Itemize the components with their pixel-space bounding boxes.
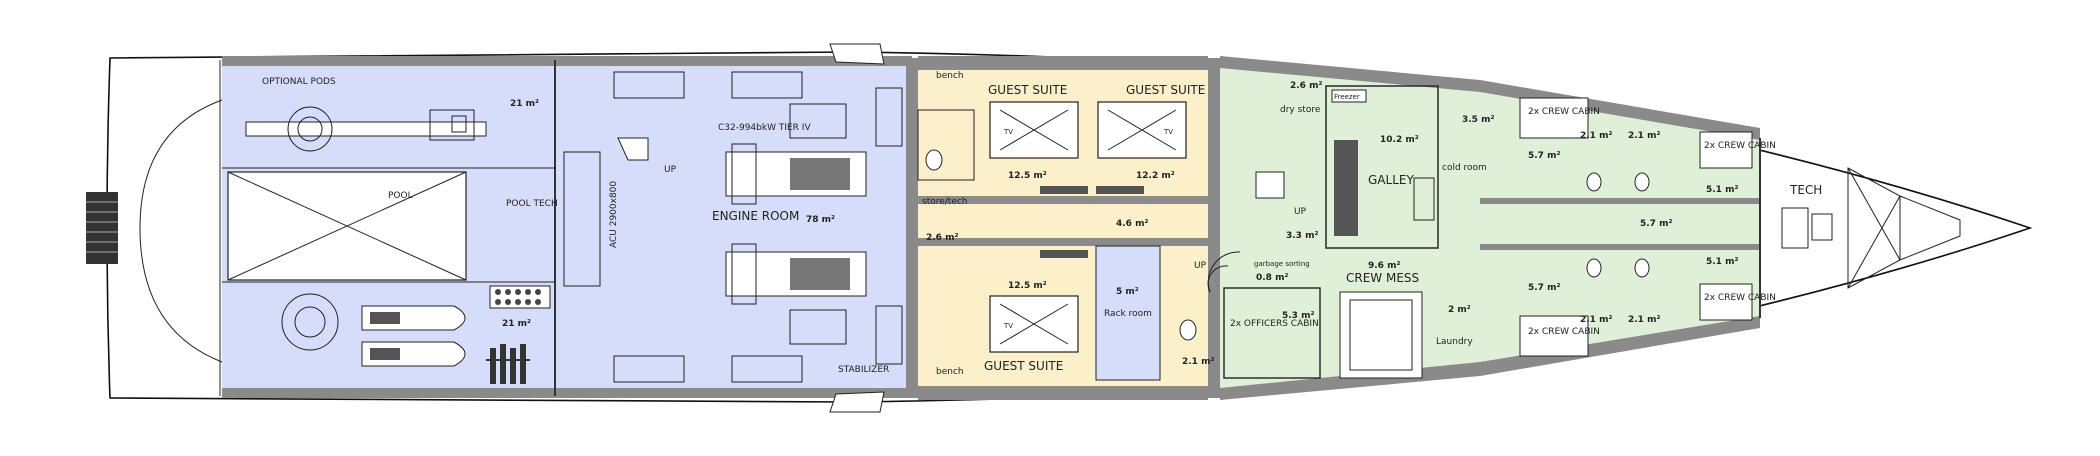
wall-engine-guest [906,58,918,398]
crew-cabin-label-2: 2x CREW CABIN [1704,141,1776,151]
tech-label: TECH [1789,183,1822,197]
corridor-area: 4.6 m² [1116,219,1148,229]
tv-label-2: TV [1163,128,1173,136]
tenders: 21 m² [281,293,531,367]
spiral-stair [1207,171,1285,293]
wc-c-area: 2.1 m² [1580,315,1612,325]
tv-label-3: TV [1003,322,1013,330]
guest-suite-label-3: GUEST SUITE [984,359,1063,373]
dry-store-label: dry store [1280,105,1321,115]
guest-suite-aft: GUEST SUITE TV 12.5 m² bench [936,281,1079,377]
wall-bottom-crew [1220,316,1760,400]
bench-label-2: bench [936,367,964,377]
wall-top-aft [222,56,912,66]
crew-c1-area: 5.7 m² [1528,151,1560,161]
crew-wcs: 2.1 m² 2.1 m² 2.1 m² 2.1 m² [1580,131,1660,325]
pool-label: POOL [388,191,413,201]
engine-up-label: UP [664,165,677,175]
optional-pods-label: OPTIONAL PODS [262,77,336,87]
stair-up-label: UP [1294,207,1307,217]
officers-cabin-label: 2x OFFICERS CABIN [1230,319,1319,329]
tech-room: TECH [1759,138,1961,318]
crew-cabin-label-1: 2x CREW CABIN [1528,107,1600,117]
garbage-label: garbage sorting [1254,260,1310,268]
lobby-area: 3.3 m² [1286,231,1318,241]
guest-suite-label-2: GUEST SUITE [1126,83,1205,97]
store-tech-label: store/tech [922,197,968,207]
laundry-area: 2 m² [1448,305,1471,315]
acu-label: ACU 2900x800 [609,181,619,248]
officers-cabin: 2x OFFICERS CABIN 5.3 m² 2.1 m² [1179,287,1321,379]
aft-deck-curve [139,99,223,363]
corridor-wall-bottom [918,238,1208,246]
guest-stair [1040,186,1144,258]
rack-room-label: Rack room [1104,309,1152,319]
galley-area: 10.2 m² [1380,135,1419,145]
crew-mess-label: CREW MESS [1346,271,1419,285]
cold-room-area: 3.5 m² [1462,115,1494,125]
stabilizers: STABILIZER [829,43,889,413]
tv-label-1: TV [1003,128,1013,136]
laundry-label: Laundry [1436,337,1473,347]
crew-c4-area: 5.1 m² [1706,257,1738,267]
pool-tech-label: POOL TECH [506,199,558,209]
rack-room: 5 m² Rack room [1095,245,1161,381]
crew-mess-area: 9.6 m² [1368,261,1400,271]
guest-suite-fwd-port: bench GUEST SUITE TV 12.5 m² [917,71,1079,181]
crew-corridor-area: 5.7 m² [1640,219,1672,229]
engine-room-area: 78 m² [806,215,835,225]
engine-spec-label: C32-994bkW TIER IV [718,123,811,133]
guest-fwd-port-area: 12.5 m² [1008,171,1047,181]
officers-wc-area: 2.1 m² [1182,357,1214,367]
crew-cabin-1: 2x CREW CABIN 5.7 m² [1519,97,1600,161]
boarding-ladder [86,192,118,264]
optional-pods: OPTIONAL PODS 21 m² [245,77,539,152]
cold-room-label: cold room [1442,163,1487,173]
wall-top-crew [1220,56,1760,140]
stabilizer-label: STABILIZER [838,365,889,375]
galley: GALLEY 10.2 m² Freezer [1325,85,1439,249]
crew-mess: CREW MESS 9.6 m² [1339,261,1423,379]
crew-corridor-top [1480,198,1760,204]
rack-room-area: 5 m² [1116,287,1139,297]
crew-cabin-label-4: 2x CREW CABIN [1704,293,1776,303]
crew-cabin-3: 2x CREW CABIN 5.7 m² [1519,283,1600,357]
engine-room-label: ENGINE ROOM [712,209,799,223]
corridor-wall-top [918,196,1208,204]
engine-room: ENGINE ROOM C32-994bkW TIER IV 78 m² UP … [563,71,903,383]
wall-bottom-aft [222,388,912,398]
freezer-label: Freezer [1334,93,1360,101]
guest-aft-area: 12.5 m² [1008,281,1047,291]
crew-c3-area: 5.7 m² [1528,283,1560,293]
wc-b-area: 2.1 m² [1628,131,1660,141]
guest-suite-label-1: GUEST SUITE [988,83,1067,97]
pool-tech-area: 21 m² [502,319,531,329]
officers-area: 5.3 m² [1282,311,1314,321]
galley-label: GALLEY [1368,173,1414,187]
crew-c2-area: 5.1 m² [1706,185,1738,195]
garbage-area: 0.8 m² [1256,273,1288,283]
guest-suite-fwd-stbd: GUEST SUITE TV 12.2 m² [1097,83,1205,181]
pool: POOL [227,171,467,281]
guest-stair-up-label: UP [1194,261,1207,271]
wc-a-area: 2.1 m² [1580,131,1612,141]
store-tech-area: 2.6 m² [926,233,958,243]
wc-d-area: 2.1 m² [1628,315,1660,325]
pods-area: 21 m² [510,99,539,109]
dive-tanks [486,344,530,384]
crew-cabin-4: 2x CREW CABIN 5.1 m² [1699,257,1776,321]
guest-fwd-stbd-area: 12.2 m² [1136,171,1175,181]
crew-corridor-bottom [1480,244,1760,250]
dry-store-area: 2.6 m² [1290,81,1322,91]
wall-top-guest [918,56,1208,70]
crew-cabin-label-3: 2x CREW CABIN [1528,327,1600,337]
wall-bottom-guest [918,386,1208,400]
equipment-grille [489,285,551,309]
bench-label-1: bench [936,71,964,81]
wall-guest-crew [1208,58,1220,398]
crew-cabin-2: 2x CREW CABIN 5.1 m² [1699,131,1776,195]
